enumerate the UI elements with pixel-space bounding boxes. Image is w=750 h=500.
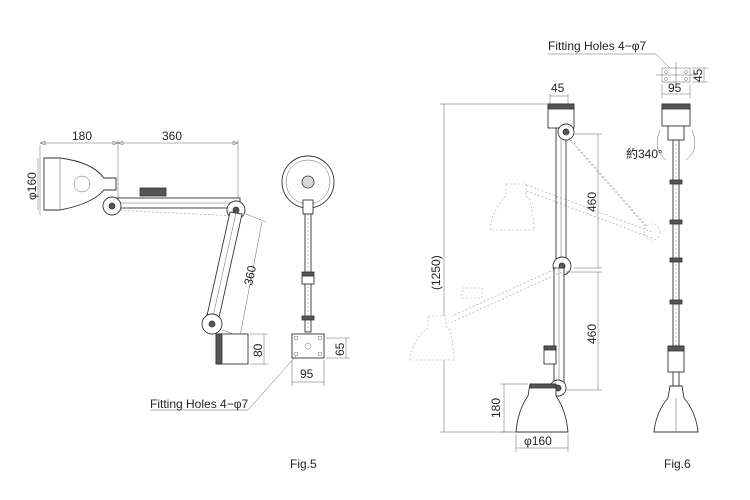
fig6-dim-460-upper: 460 bbox=[585, 192, 599, 212]
fig6-dim-180: 180 bbox=[489, 398, 503, 418]
fig5-dim-180: 180 bbox=[72, 129, 92, 143]
fig6-dim-460-lower: 460 bbox=[585, 324, 599, 344]
fig5-dim-360-top: 360 bbox=[162, 129, 182, 143]
fig5-front-base bbox=[291, 333, 325, 359]
fig5-dim-80: 80 bbox=[251, 343, 265, 357]
fig6-dim-shade-dia: φ160 bbox=[524, 434, 552, 448]
fig6-front-pole bbox=[672, 139, 680, 347]
fig6-rotation-label: 約340° bbox=[626, 146, 663, 161]
fig5-dim-360-lower: 360 bbox=[241, 264, 259, 287]
fig6-ghost-shade-upper bbox=[489, 183, 535, 231]
fig6-lamp-shade bbox=[515, 383, 569, 433]
fig6-front-view: Fitting Holes 4−φ7 45 95 約340° bbox=[548, 39, 708, 433]
fig5-dim-65: 65 bbox=[333, 342, 347, 356]
fig5-fitting-holes-label: Fitting Holes 4−φ7 bbox=[150, 397, 248, 411]
fig5-caption: Fig.5 bbox=[290, 457, 317, 471]
fig5-side-view: 180 360 φ160 360 80 bbox=[25, 129, 268, 365]
fig6-dim-45-top: 45 bbox=[551, 81, 565, 95]
fig6-fitting-holes-label: Fitting Holes 4−φ7 bbox=[548, 39, 646, 53]
fig6-dim-1250: (1250) bbox=[429, 255, 443, 290]
fig5-front-view: 65 95 Fitting Holes 4−φ7 bbox=[150, 155, 350, 411]
fig6-dim-95: 95 bbox=[668, 81, 682, 95]
fig6-ghost-shade-lower bbox=[409, 315, 455, 361]
fig6-side-view: 45 (1250) 460 bbox=[409, 81, 661, 452]
fig6-caption: Fig.6 bbox=[664, 457, 691, 471]
fig5-dim-shade-dia: φ160 bbox=[25, 172, 39, 200]
fig5-lamp-shade bbox=[43, 157, 117, 211]
fig5-dim-95: 95 bbox=[300, 367, 314, 381]
fig6-dim-45-plan: 45 bbox=[691, 68, 705, 82]
